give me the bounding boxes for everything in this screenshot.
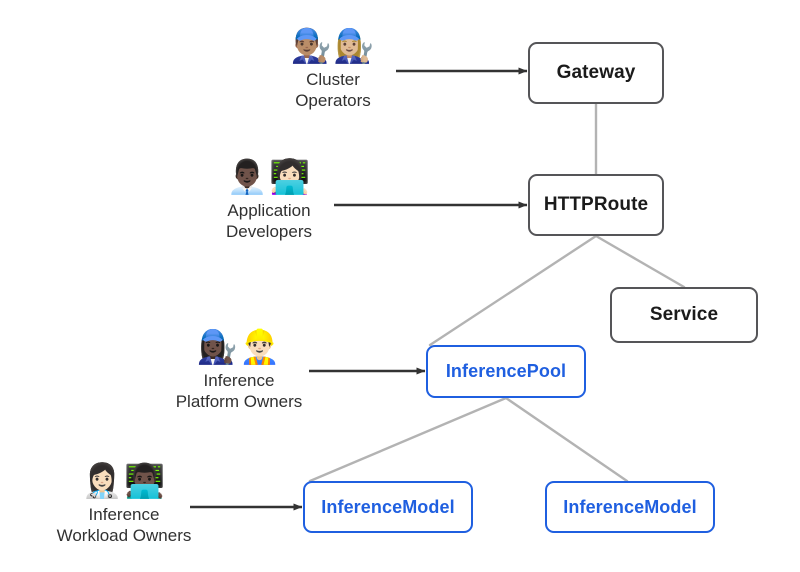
inference-workload-owners-caption: Inference Workload Owners <box>56 505 192 546</box>
connector-httproute-inferencepool <box>428 234 598 347</box>
actor-inference-platform-owners: 👩🏿‍🔧👷🏻‍♂️ Inference Platform Owners <box>154 330 324 413</box>
actor-application-developers: 👨🏿‍💼👩🏻‍💻 Application Developers <box>196 160 342 243</box>
inference-platform-owners-persona-icons: 👩🏿‍🔧👷🏻‍♂️ <box>196 327 282 366</box>
node-inferencemodel-2-label: InferenceModel <box>563 496 697 517</box>
connector-inferencepool-model-2 <box>504 396 629 483</box>
connector-httproute-service <box>594 234 686 289</box>
cluster-operators-caption: Cluster Operators <box>295 70 371 111</box>
connector-inferencepool-model-1 <box>308 396 508 483</box>
node-gateway[interactable]: Gateway <box>528 42 664 104</box>
application-developers-caption: Application Developers <box>226 201 312 242</box>
node-httproute[interactable]: HTTPRoute <box>528 174 664 236</box>
node-inferencepool-label: InferencePool <box>445 361 567 381</box>
node-inferencemodel-2[interactable]: InferenceModel <box>545 481 715 533</box>
node-gateway-label: Gateway <box>556 62 636 83</box>
node-inferencemodel-1-label: InferenceModel <box>321 496 455 517</box>
node-httproute-label: HTTPRoute <box>543 194 649 215</box>
node-inferencepool[interactable]: InferencePool <box>426 345 586 398</box>
node-service[interactable]: Service <box>610 287 758 343</box>
node-service-label: Service <box>649 304 719 325</box>
actor-cluster-operators: 👨🏽‍🔧👩🏼‍🔧 Cluster Operators <box>260 29 406 112</box>
cluster-operators-persona-icons: 👨🏽‍🔧👩🏼‍🔧 <box>290 26 376 65</box>
inference-platform-owners-caption: Inference Platform Owners <box>175 371 303 412</box>
actor-inference-workload-owners: 👩🏻‍⚕️👨🏿‍💻 Inference Workload Owners <box>34 464 214 547</box>
node-inferencemodel-1[interactable]: InferenceModel <box>303 481 473 533</box>
inference-workload-owners-persona-icons: 👩🏻‍⚕️👨🏿‍💻 <box>81 461 167 500</box>
application-developers-persona-icons: 👨🏿‍💼👩🏻‍💻 <box>226 157 312 196</box>
